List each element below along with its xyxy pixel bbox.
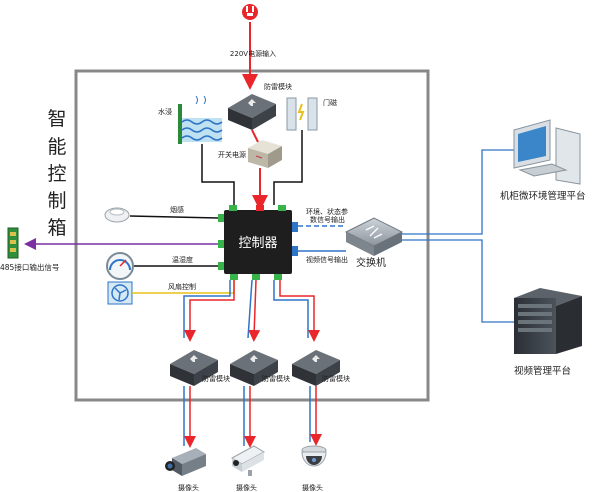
controller-box — [218, 205, 298, 280]
controller-label: 控制器 — [238, 236, 277, 251]
door-sensor-icon — [286, 97, 318, 131]
env-output-label-1: 环境、状态参 — [306, 207, 348, 216]
protect-module-top-label: 防雷模块 — [264, 82, 292, 91]
protect-module-top-icon — [228, 94, 276, 130]
protect-module-bottom-3-label: 防雷模块 — [322, 374, 350, 383]
door-sensor-label: 门磁 — [323, 98, 337, 107]
switching-power-label: 开关电源 — [218, 150, 246, 159]
thermometer-icon — [106, 252, 134, 280]
wire-ctrl-to-mod1-red — [184, 280, 235, 342]
rs485-label: 485接口输出信号 — [0, 262, 59, 272]
protect-module-bottom-1-icon — [170, 350, 218, 386]
cabinet-title-char-4: 制 — [47, 190, 66, 212]
protect-module-bottom-2-icon — [230, 350, 278, 386]
power-plug-icon — [242, 4, 258, 20]
cabinet-title-char-2: 能 — [47, 136, 66, 158]
wire-ctrl-to-mod2-blue — [247, 279, 253, 339]
fan-control-label: 风扇控制 — [168, 282, 196, 291]
camera-2-label: 摄像头 — [236, 483, 257, 492]
cabinet-title: 智 能 控 制 箱 — [47, 108, 66, 239]
switching-power-icon — [248, 140, 282, 168]
wire-ctrl-to-mod2-red — [248, 279, 261, 342]
smoke-sensor-label: 烟感 — [170, 205, 184, 214]
platform-video-label: 视频管理平台 — [514, 365, 571, 377]
rs485-board-icon — [7, 227, 19, 259]
box-camera-icon — [165, 448, 206, 476]
camera-3-label: 摄像头 — [302, 483, 323, 492]
cabinet-title-char-5: 箱 — [47, 217, 66, 239]
video-output-label: 视频信号输出 — [306, 255, 348, 264]
protect-module-bottom-1-label: 防雷模块 — [202, 374, 230, 383]
wire-switch-to-video-platform — [402, 239, 514, 323]
wire-ctrl-to-mod3-red — [279, 280, 320, 342]
protect-module-bottom-2-label: 防雷模块 — [262, 374, 290, 383]
switch-label: 交换机 — [356, 256, 386, 269]
fan-icon — [107, 281, 133, 305]
wire-water — [201, 144, 235, 205]
computer-icon — [513, 119, 581, 185]
dome-camera-icon — [301, 445, 327, 467]
power-input-label: 220V电源输入 — [230, 49, 276, 58]
env-output-label-2: 数信号输出 — [310, 215, 345, 224]
wire-ctrl-to-mod1-blue — [183, 280, 231, 338]
bullet-camera-icon — [230, 445, 266, 476]
water-sensor-label: 水浸 — [158, 107, 172, 116]
wire-smoke — [129, 215, 219, 219]
server-rack-icon — [514, 288, 582, 354]
platform-env-label: 机柜微环境管理平台 — [500, 190, 586, 202]
camera-1-label: 摄像头 — [178, 483, 199, 492]
temp-humidity-label: 温湿度 — [172, 255, 193, 264]
wire-door — [273, 130, 303, 205]
cabinet-title-char-1: 智 — [47, 108, 66, 130]
cabinet-title-char-3: 控 — [47, 163, 66, 185]
protect-module-bottom-3-icon — [292, 350, 340, 386]
water-sensor-icon — [178, 95, 223, 144]
wire-module-to-psu — [251, 129, 259, 143]
smoke-sensor-icon — [104, 207, 130, 223]
wire-ctrl-to-mod3-blue — [273, 280, 309, 338]
network-switch-icon — [344, 217, 404, 256]
wire-switch-to-env-platform — [402, 149, 518, 235]
